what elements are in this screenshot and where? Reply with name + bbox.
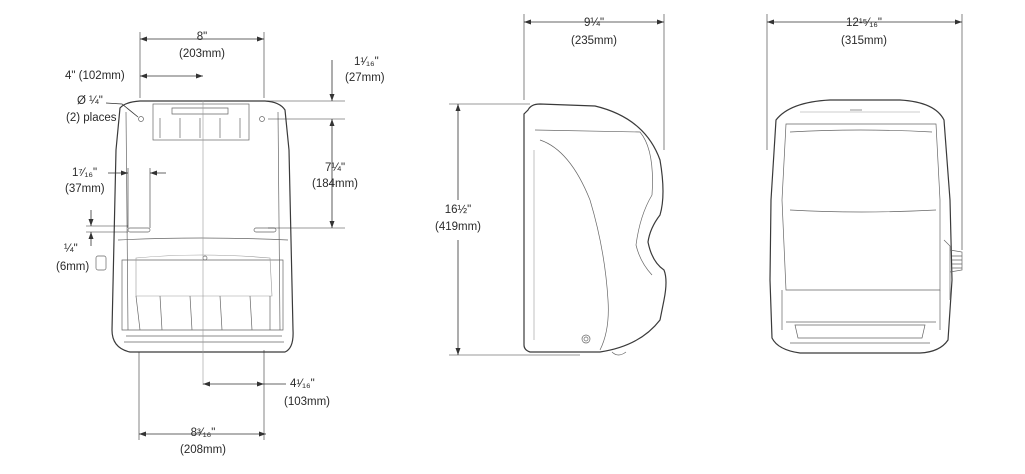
top-offset-metric: (27mm) <box>345 72 385 84</box>
hole-diameter-label: Ø ¼" <box>77 95 103 107</box>
top-offset-value: 1¹⁄₁₆" <box>354 56 379 68</box>
height-metric: (419mm) <box>435 221 481 233</box>
front-view: 8" (203mm) 4" (102mm) Ø ¼" (2) places 1¹… <box>56 31 385 456</box>
bottom-offset-metric: (103mm) <box>284 396 330 408</box>
back-view: 12¹⁵⁄₁₆" (315mm) <box>766 14 963 354</box>
hole-count-label: (2) places <box>66 112 117 124</box>
back-width-value: 12¹⁵⁄₁₆" <box>846 17 882 29</box>
hole-spacing-value: 7¼" <box>325 162 345 174</box>
side-offset-value: 1⁷⁄₁₆" <box>72 167 97 179</box>
back-width-metric: (315mm) <box>841 35 887 47</box>
height-value: 16½" <box>445 204 471 216</box>
hole-offset-label: 4" (102mm) <box>65 70 125 82</box>
width-top-value: 8" <box>197 31 207 43</box>
bottom-offset-value: 4¹⁄₁₆" <box>290 378 315 390</box>
width-bottom-value: 8³⁄₁₆" <box>191 427 216 439</box>
hole-spacing-metric: (184mm) <box>312 178 358 190</box>
slot-height-value: ¼" <box>64 243 78 255</box>
depth-metric: (235mm) <box>571 35 617 47</box>
slot-height-metric: (6mm) <box>56 261 89 273</box>
side-offset-metric: (37mm) <box>65 183 105 195</box>
depth-value: 9¼" <box>584 17 604 29</box>
width-bottom-metric: (208mm) <box>180 444 226 456</box>
width-top-metric: (203mm) <box>179 48 225 60</box>
side-view: 9¼" (235mm) 16½" (419mm) <box>435 14 667 356</box>
